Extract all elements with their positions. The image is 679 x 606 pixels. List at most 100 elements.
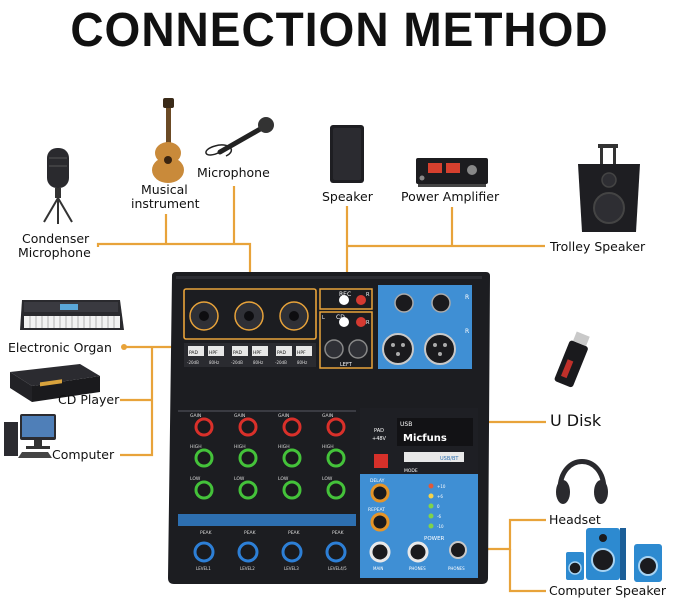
hpf-switch-label-3: HPF	[297, 350, 306, 356]
channel-knob-label: GAIN	[322, 413, 333, 419]
trolley-speaker-icon	[578, 144, 640, 232]
channel-knob-label: HIGH	[190, 444, 202, 450]
line-condenser-mic	[96, 242, 178, 247]
channel-2-high-knob[interactable]	[238, 448, 258, 468]
channel-3-low-knob[interactable]	[282, 480, 302, 500]
channel-4-gain-knob[interactable]	[326, 417, 346, 437]
output-r-label: R	[465, 294, 469, 301]
hpf-switch-3[interactable]	[296, 346, 312, 356]
channel-2-low-knob[interactable]	[238, 480, 258, 500]
left-label: LEFT	[340, 362, 353, 368]
pad-switch-label-2: PAD	[233, 350, 243, 356]
mixer-text: REC CD LEFT R R R R L USB Micfuns PAD +4…	[187, 291, 469, 571]
delay-knob[interactable]	[370, 483, 390, 503]
phantom-power-button[interactable]	[374, 454, 388, 468]
rec-left-rca-jack[interactable]	[339, 295, 349, 305]
hpf-switch-2[interactable]	[252, 346, 268, 356]
main-volume-knob[interactable]	[369, 541, 391, 563]
label-cd-player: CD Player	[58, 392, 120, 407]
label-speaker: Speaker	[322, 189, 373, 204]
hpf-switch-label-2: HPF	[253, 350, 262, 356]
main-r-label: R	[465, 328, 469, 335]
cd-right-rca-jack[interactable]	[356, 317, 366, 327]
channel-4-level-knob[interactable]	[325, 541, 347, 563]
channel-knob-label: GAIN	[234, 413, 245, 419]
phones-jack[interactable]	[449, 541, 467, 559]
rec-right-rca-jack[interactable]	[356, 295, 366, 305]
channel-1-low-knob[interactable]	[194, 480, 214, 500]
hpf-switch-label-1: HPF	[209, 350, 218, 356]
channel-level-label: LEVEL2	[240, 566, 255, 571]
pad-switch-3[interactable]	[276, 346, 292, 356]
cd-left-rca-jack[interactable]	[339, 317, 349, 327]
meter-label-1: +10	[437, 484, 446, 489]
channel-4-high-knob[interactable]	[326, 448, 346, 468]
xlr-combo-jack-1[interactable]	[189, 301, 219, 331]
brand-label: Micfuns	[403, 433, 447, 444]
main-xlr-left[interactable]	[382, 333, 414, 365]
line-computer	[120, 347, 154, 457]
electronic-organ-icon	[20, 300, 124, 330]
channel-1-level-knob[interactable]	[193, 541, 215, 563]
channel-knob-label: LOW	[322, 476, 333, 482]
xlr-combo-jack-3[interactable]	[279, 301, 309, 331]
usb-label: USB	[400, 421, 412, 428]
label-trolley-speaker: Trolley Speaker	[550, 239, 646, 254]
db-label-3: -20dB	[275, 360, 287, 365]
output-jack-right[interactable]	[431, 293, 451, 313]
mode-label: MODE	[404, 468, 418, 474]
line-headset-speaker	[472, 518, 546, 551]
xlr-combo-jack-2[interactable]	[234, 301, 264, 331]
repeat-knob[interactable]	[370, 512, 390, 532]
pad-switch-1[interactable]	[188, 346, 204, 356]
pad-hpf-switches	[184, 343, 316, 367]
channel-knob-label: HIGH	[322, 444, 334, 450]
channel-knob-label: LOW	[234, 476, 245, 482]
computer-icon	[4, 414, 56, 458]
db-label-1: -20dB	[187, 360, 199, 365]
channel-3-level-knob[interactable]	[281, 541, 303, 563]
line-dot-organ	[121, 344, 127, 350]
output-jack-left[interactable]	[394, 293, 414, 313]
cd-r-label: R	[366, 320, 370, 326]
channel-2-level-knob[interactable]	[237, 541, 259, 563]
hz-label-1: 80Hz	[209, 360, 219, 365]
channel-knob-label: LOW	[190, 476, 201, 482]
channel-1-gain-knob[interactable]	[194, 417, 214, 437]
channel-level-label: LEVEL4/5	[328, 566, 347, 571]
label-headset: Headset	[549, 512, 601, 527]
guitar-icon	[152, 98, 184, 183]
channel-2-gain-knob[interactable]	[238, 417, 258, 437]
line-input-jack-right[interactable]	[348, 339, 368, 359]
channel-knob-label: LOW	[278, 476, 289, 482]
repeat-label: REPEAT	[368, 507, 385, 513]
condenser-microphone-icon	[43, 148, 73, 224]
channel-1-high-knob[interactable]	[194, 448, 214, 468]
power-amplifier-icon	[416, 158, 488, 187]
pad-switch-2[interactable]	[232, 346, 248, 356]
meter-label-3: 0	[437, 504, 440, 509]
label-condenser-mic-line2: Microphone	[18, 245, 91, 260]
label-computer: Computer	[52, 447, 115, 462]
channel-knob-label: GAIN	[190, 413, 201, 419]
channel-4-low-knob[interactable]	[326, 480, 346, 500]
line-computer-speaker	[508, 549, 546, 593]
main-xlr-right[interactable]	[424, 333, 456, 365]
channel-3-gain-knob[interactable]	[282, 417, 302, 437]
rec-label: REC	[339, 291, 351, 298]
channel-level-label: LEVEL3	[284, 566, 299, 571]
delay-label: DELAY	[370, 478, 385, 484]
phones-volume-knob[interactable]	[407, 541, 429, 563]
hz-label-2: 80Hz	[253, 360, 263, 365]
channel-knob-label: GAIN	[278, 413, 289, 419]
pad-label: PAD	[374, 428, 384, 434]
line-input-jack-left[interactable]	[324, 339, 344, 359]
peak-label: PEAK	[332, 530, 345, 536]
hpf-switch-1[interactable]	[208, 346, 224, 356]
label-condenser-mic-line1: Condenser	[22, 231, 90, 246]
channel-3-high-knob[interactable]	[282, 448, 302, 468]
microphone-icon	[205, 117, 274, 157]
hz-label-3: 80Hz	[297, 360, 307, 365]
